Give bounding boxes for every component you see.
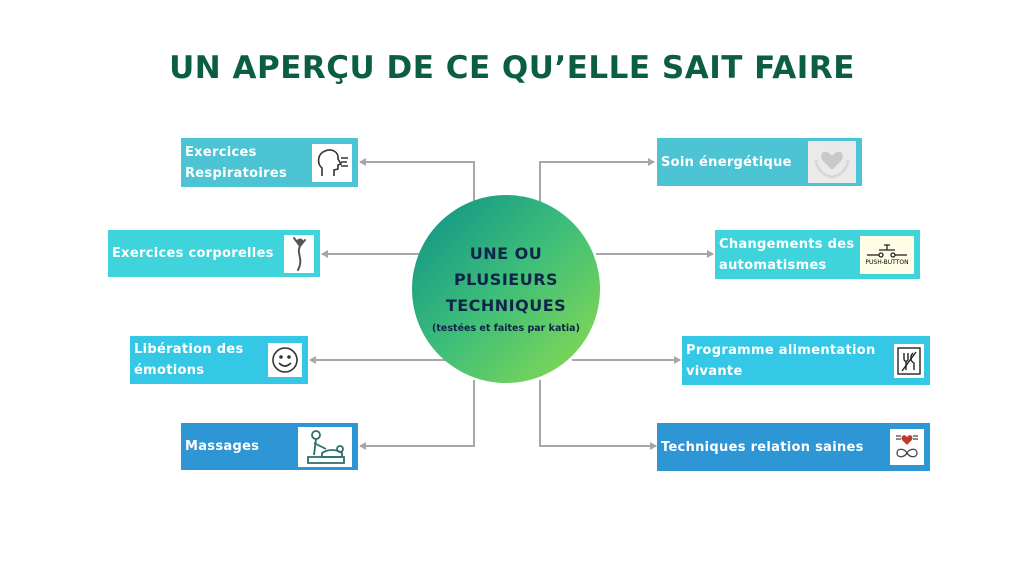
heart-hands-icon: [808, 141, 856, 183]
smiley-face-icon: [268, 343, 302, 377]
page-title: UN APERÇU DE CE QU’ELLE SAIT FAIRE: [169, 50, 855, 86]
technique-box-massages: Massages: [181, 423, 358, 470]
technique-label: Libération des émotions: [134, 342, 244, 378]
technique-label: Exercices corporelles: [112, 246, 274, 261]
technique-box-respiratory: Exercices Respiratoires: [181, 138, 358, 187]
technique-label: Soin énergétique: [661, 154, 792, 170]
central-topic-circle: UNE OU PLUSIEURS TECHNIQUES (testées et …: [412, 195, 600, 383]
relationship-icon: [890, 429, 924, 465]
connector-left-1: [359, 158, 475, 208]
technique-box-relationships: Techniques relation saines: [657, 423, 930, 471]
technique-label: Programme alimentation vivante: [686, 342, 876, 379]
technique-label: Exercices Respiratoires: [185, 144, 287, 181]
connector-left-4: [359, 380, 475, 450]
technique-box-body: Exercices corporelles: [108, 230, 320, 277]
massage-icon: [298, 426, 352, 467]
technique-label: Massages: [185, 439, 260, 454]
breathing-head-icon: [312, 143, 352, 182]
stretching-figure-icon: [284, 234, 314, 273]
push-button-icon: PUSH-BUTTON: [860, 235, 914, 274]
technique-box-emotions: Libération des émotions: [130, 336, 308, 384]
central-topic-subtitle: (testées et faites par katia): [432, 323, 580, 334]
technique-label: Techniques relation saines: [661, 439, 864, 455]
push-button-caption: PUSH-BUTTON: [865, 258, 909, 266]
central-topic-line: PLUSIEURS: [453, 270, 559, 289]
central-topic-line: UNE OU: [469, 244, 543, 263]
connector-right-1: [539, 158, 655, 205]
central-topic-line: TECHNIQUES: [445, 296, 567, 315]
connector-right-4: [539, 380, 657, 450]
technique-box-energy: Soin énergétique: [657, 138, 862, 186]
food-icon: [894, 343, 924, 378]
technique-box-nutrition: Programme alimentation vivante: [682, 336, 930, 385]
technique-box-automatisms: Changements des automatismes PUSH-BUTTON: [715, 230, 920, 279]
technique-label: Changements des automatismes: [719, 236, 855, 273]
